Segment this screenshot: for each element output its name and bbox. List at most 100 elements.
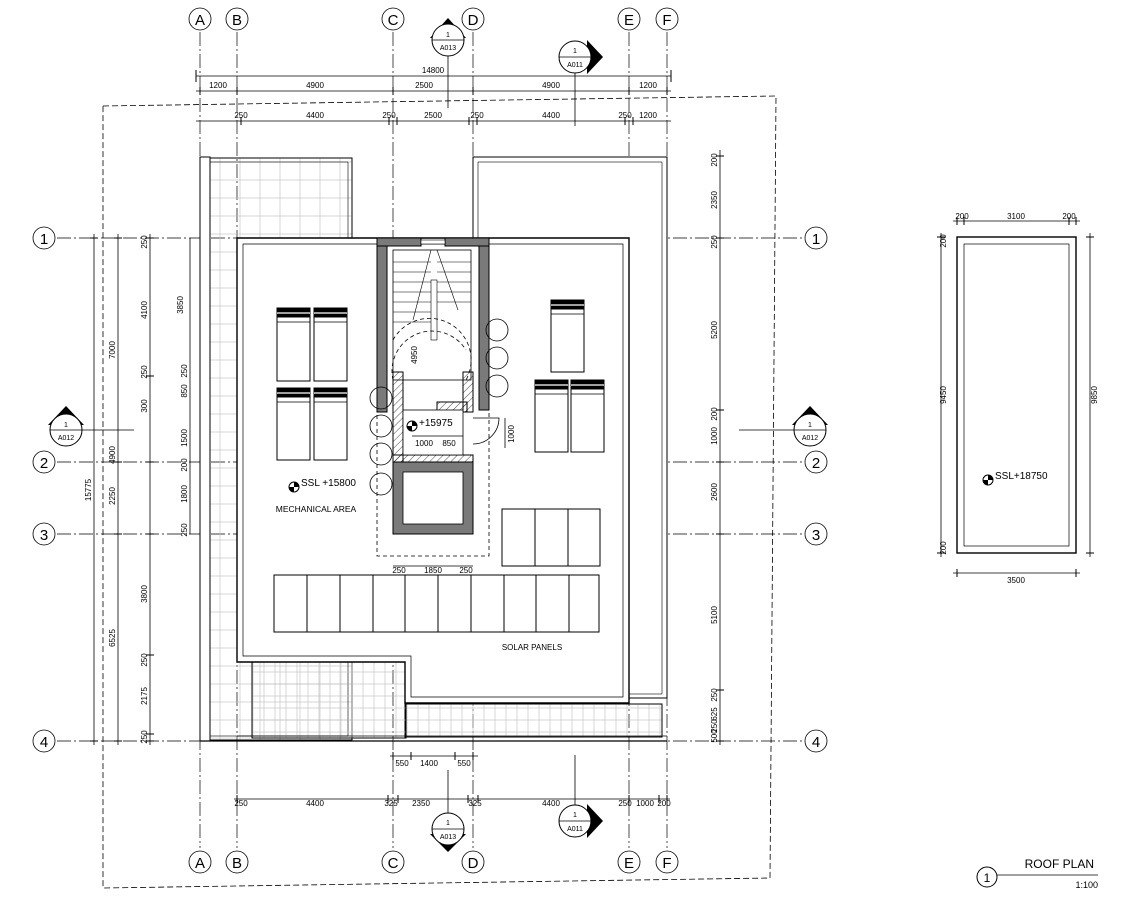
svg-text:300: 300 — [140, 399, 149, 413]
svg-text:850: 850 — [442, 439, 456, 448]
grid-label-e-bottom: E — [624, 855, 634, 872]
section-tag-a011-bottom[interactable]: 1 A011 — [558, 755, 603, 838]
section-tag-a012-left[interactable]: 1 A012 — [48, 406, 134, 447]
svg-text:250: 250 — [234, 799, 248, 808]
svg-text:1: 1 — [446, 32, 450, 39]
svg-text:250: 250 — [382, 111, 396, 120]
grid-label-a-top: A — [195, 12, 205, 29]
svg-text:500: 500 — [710, 729, 719, 743]
svg-text:4900: 4900 — [306, 81, 324, 90]
svg-text:2500: 2500 — [415, 81, 433, 90]
svg-text:A011: A011 — [567, 826, 583, 833]
grid-label-c-bottom: C — [388, 855, 399, 872]
svg-text:250: 250 — [180, 364, 189, 378]
grid-label-a-bottom: A — [195, 855, 205, 872]
svg-text:1: 1 — [808, 422, 812, 429]
svg-text:A013: A013 — [440, 45, 456, 52]
svg-text:250: 250 — [140, 365, 149, 379]
svg-text:4900: 4900 — [108, 446, 117, 464]
svg-text:A012: A012 — [58, 435, 74, 442]
grid-lines-horizontal — [57, 237, 803, 742]
svg-text:15775: 15775 — [84, 478, 93, 501]
title-block: 1 ROOF PLAN 1:100 — [976, 857, 1098, 890]
svg-text:325: 325 — [384, 799, 398, 808]
level-marker-mech: SSL +15800 — [288, 478, 356, 493]
dimensions-top: 14800 1200 4900 2500 4900 1200 250 4400 … — [195, 66, 672, 125]
grid-label-d-bottom: D — [468, 855, 479, 872]
section-tag-a011-top[interactable]: 1 A011 — [558, 40, 603, 126]
grid-label-e-top: E — [624, 12, 634, 29]
level-roof: SSL+18750 — [995, 471, 1048, 482]
title-scale: 1:100 — [1075, 880, 1098, 890]
svg-text:A011: A011 — [567, 62, 583, 69]
grid-label-1-left: 1 — [40, 231, 48, 248]
title-text: ROOF PLAN — [1025, 857, 1094, 871]
grid-label-3-right: 3 — [812, 527, 820, 544]
svg-text:9450: 9450 — [939, 386, 948, 404]
svg-text:1: 1 — [64, 422, 68, 429]
level-stair: +15975 — [419, 418, 453, 429]
label-mechanical-area: MECHANICAL AREA — [276, 504, 357, 514]
dimensions-bottom: 550 1400 550 250 4400 325 2350 325 4400 … — [234, 752, 671, 808]
grid-bubbles-rows: 1 2 3 4 1 2 3 4 — [32, 226, 828, 753]
svg-text:4400: 4400 — [542, 111, 560, 120]
grid-label-d-top: D — [468, 12, 479, 29]
dimensions-right: 200 2350 250 5200 200 1000 2600 5100 250… — [710, 150, 724, 745]
grid-label-2-right: 2 — [812, 455, 820, 472]
grid-label-2-left: 2 — [40, 455, 48, 472]
svg-text:1200: 1200 — [639, 81, 657, 90]
section-tag-a013-bottom[interactable]: 1 A013 — [430, 770, 466, 852]
svg-text:3800: 3800 — [140, 585, 149, 603]
svg-text:250: 250 — [180, 523, 189, 537]
level-mech: SSL +15800 — [301, 478, 356, 489]
svg-text:200: 200 — [1062, 212, 1076, 221]
svg-text:6525: 6525 — [108, 629, 117, 647]
svg-text:325: 325 — [468, 799, 482, 808]
svg-text:2350: 2350 — [412, 799, 430, 808]
svg-text:1000: 1000 — [507, 425, 516, 443]
svg-text:250: 250 — [459, 566, 473, 575]
svg-text:4400: 4400 — [306, 111, 324, 120]
svg-text:850: 850 — [180, 384, 189, 398]
svg-text:2600: 2600 — [710, 483, 719, 501]
svg-text:2175: 2175 — [140, 687, 149, 705]
svg-text:1850: 1850 — [424, 566, 442, 575]
svg-text:625: 625 — [710, 707, 719, 721]
svg-text:1400: 1400 — [420, 759, 438, 768]
svg-text:5200: 5200 — [710, 321, 719, 339]
svg-text:550: 550 — [395, 759, 409, 768]
section-tag-a012-right[interactable]: 1 A012 — [739, 406, 828, 447]
svg-text:3500: 3500 — [1007, 576, 1025, 585]
grid-label-c-top: C — [388, 12, 399, 29]
svg-text:3850: 3850 — [176, 296, 185, 314]
svg-text:250: 250 — [140, 653, 149, 667]
svg-text:A013: A013 — [440, 834, 456, 841]
svg-text:5100: 5100 — [710, 606, 719, 624]
svg-text:1200: 1200 — [209, 81, 227, 90]
grid-label-4-left: 4 — [40, 734, 48, 751]
svg-text:1800: 1800 — [180, 485, 189, 503]
svg-text:250: 250 — [710, 235, 719, 249]
grid-bubbles-bottom: A B C D E F — [188, 850, 679, 874]
grid-bubbles-top: A B C D E F — [188, 7, 679, 31]
svg-text:1000: 1000 — [415, 439, 433, 448]
svg-text:200: 200 — [710, 153, 719, 167]
stair-treads — [392, 249, 472, 381]
svg-text:250: 250 — [710, 719, 719, 733]
svg-text:250: 250 — [470, 111, 484, 120]
section-tag-a013-top[interactable]: 1 A013 — [430, 18, 466, 108]
grid-label-f-top: F — [662, 12, 671, 29]
svg-text:200: 200 — [939, 234, 948, 248]
svg-text:4100: 4100 — [140, 301, 149, 319]
grid-label-b-top: B — [232, 12, 242, 29]
svg-text:2500: 2500 — [424, 111, 442, 120]
svg-text:2250: 2250 — [108, 487, 117, 505]
level-marker-stair: +15975 — [406, 418, 453, 432]
svg-text:1200: 1200 — [639, 111, 657, 120]
grid-label-1-right: 1 — [812, 231, 820, 248]
label-solar-panels: SOLAR PANELS — [502, 643, 562, 652]
svg-text:200: 200 — [939, 541, 948, 555]
mechanical-units-right — [534, 299, 605, 453]
svg-text:2350: 2350 — [710, 191, 719, 209]
